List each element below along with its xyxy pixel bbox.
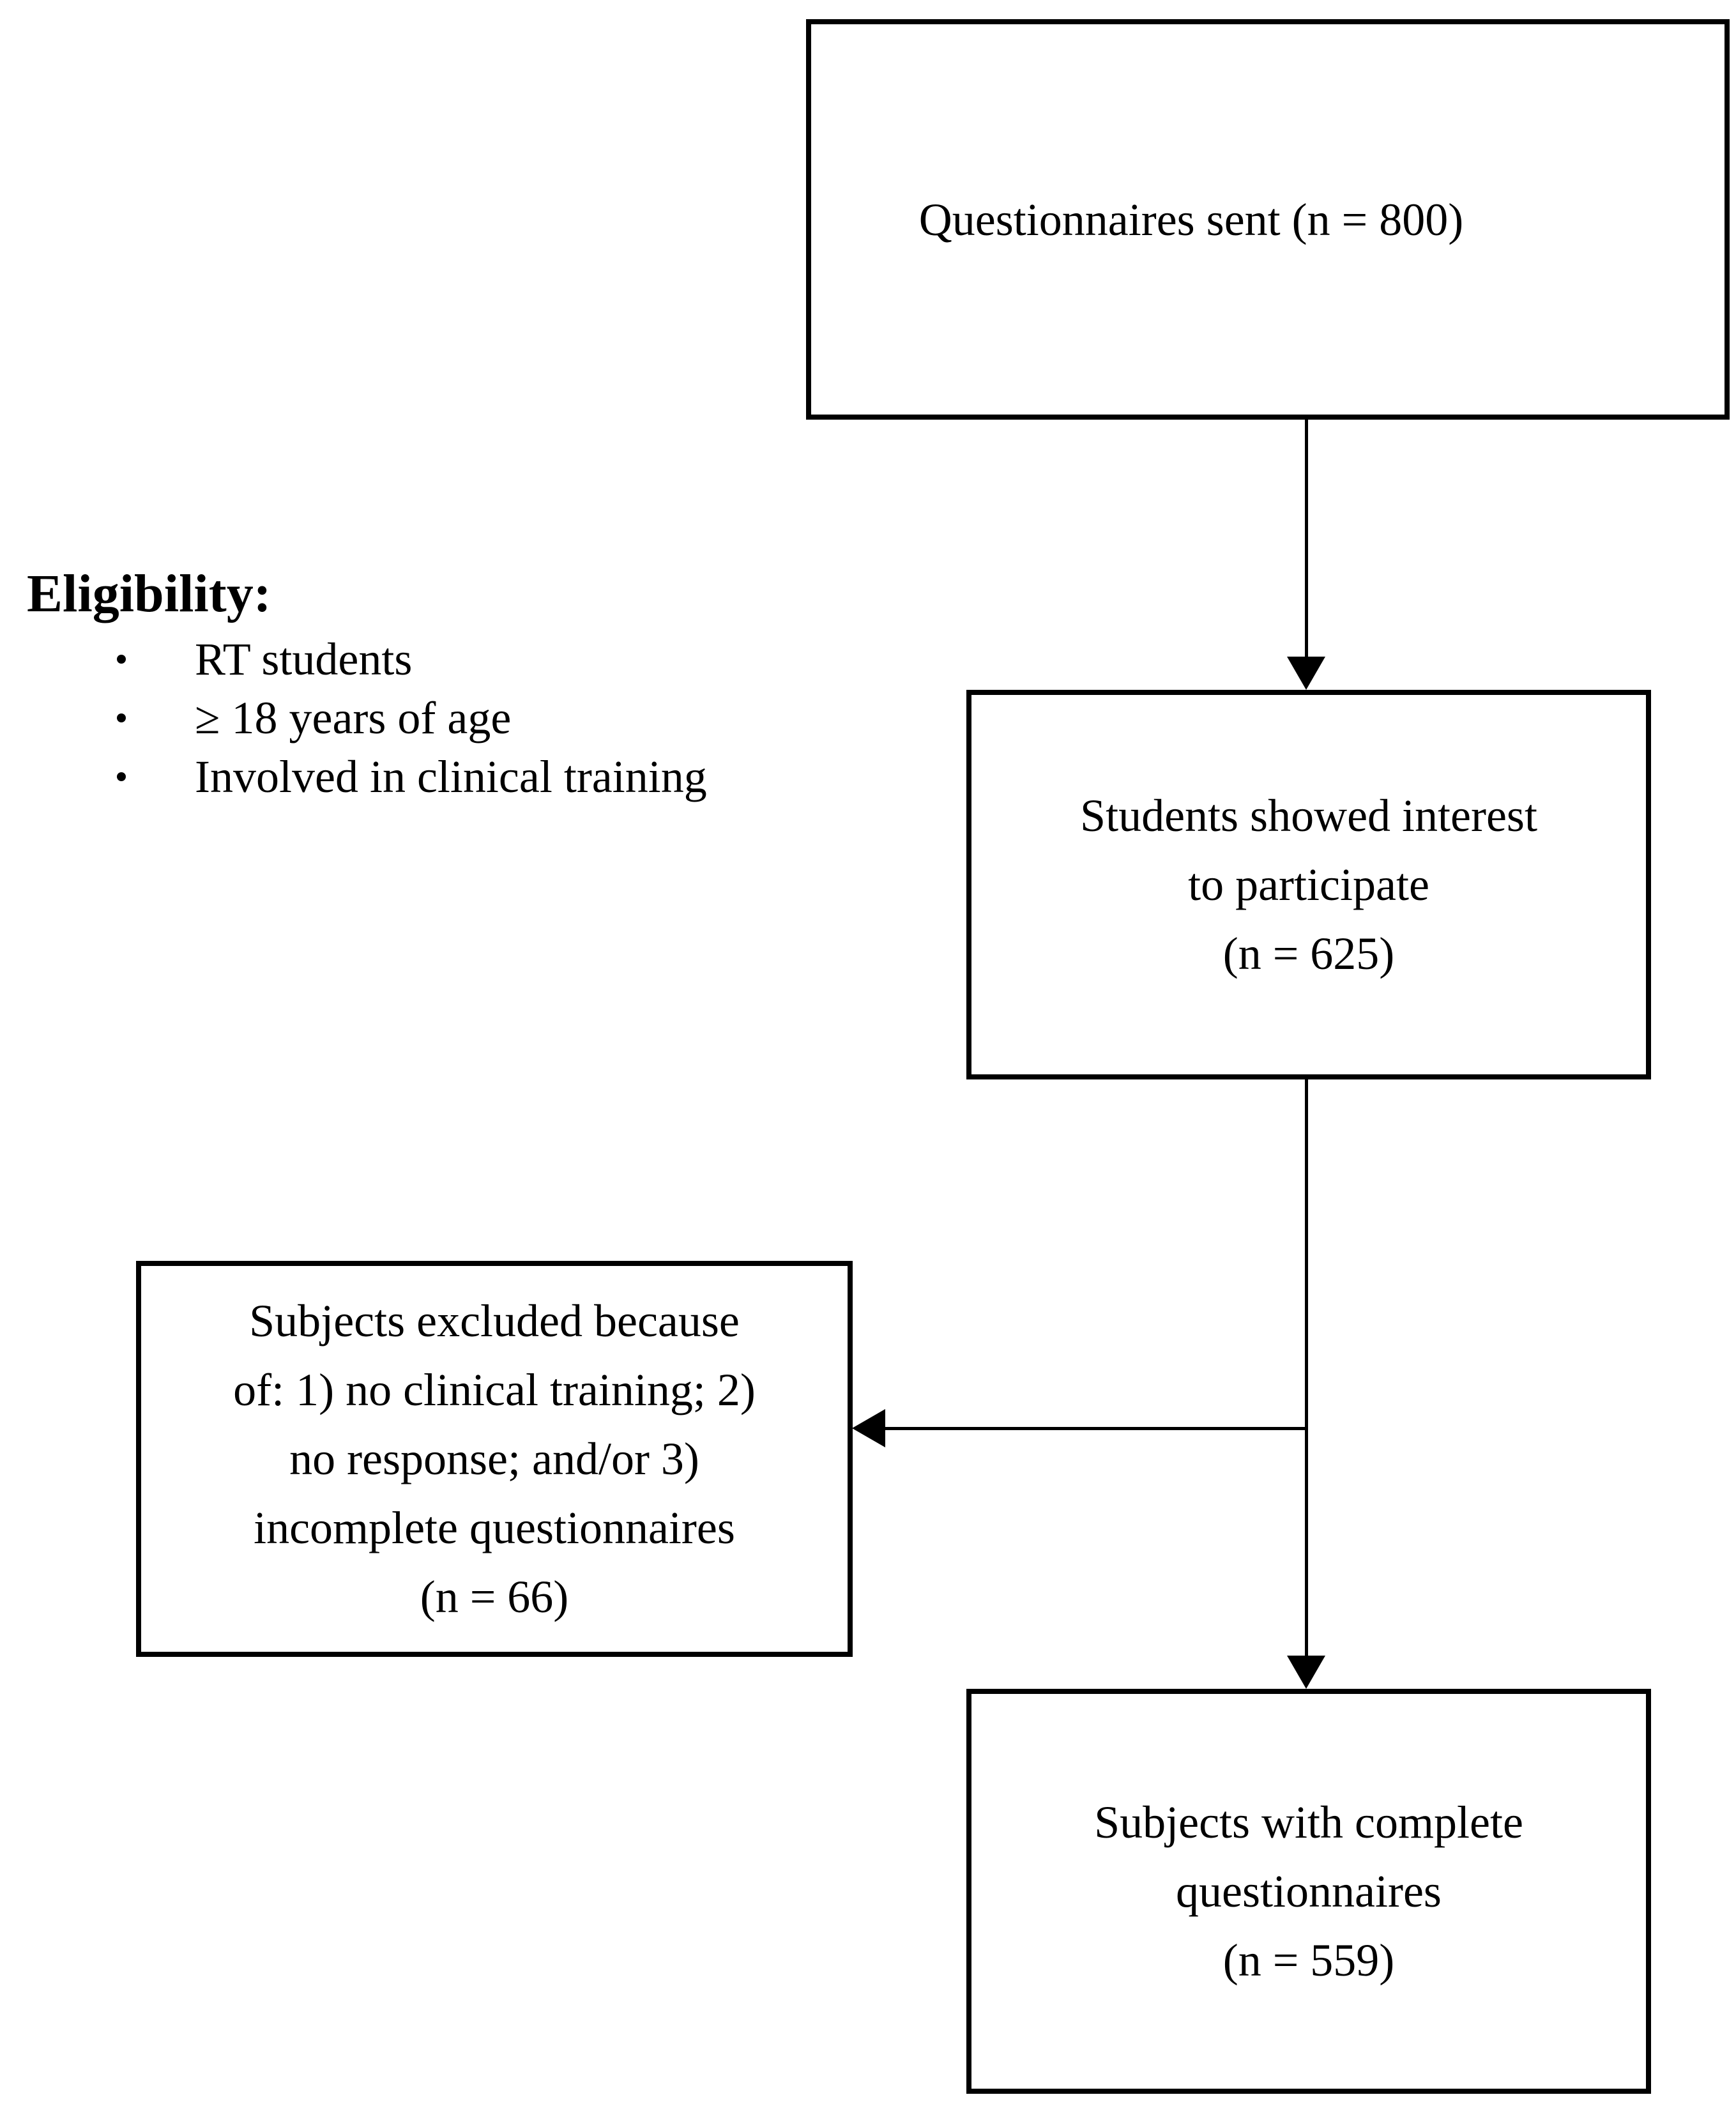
arrowhead-down-icon <box>1287 657 1325 690</box>
eligibility-item-label: ≥ 18 years of age <box>195 692 512 743</box>
subjects-complete-text-line2: questionnaires <box>1176 1866 1442 1917</box>
students-interest-box: Students showed interest to participate … <box>966 690 1651 1079</box>
students-interest-text-line1: Students showed interest <box>1080 790 1537 841</box>
bullet-icon <box>117 713 126 722</box>
connector-sent-to-interest <box>1305 420 1308 666</box>
subjects-excluded-text-line5: (n = 66) <box>420 1571 569 1622</box>
eligibility-heading: Eligibility: <box>27 564 271 623</box>
eligibility-list: RT students ≥ 18 years of age Involved i… <box>117 630 707 806</box>
subjects-excluded-text-line4: incomplete questionnaires <box>254 1502 735 1553</box>
subjects-excluded-text-line1: Subjects excluded because <box>249 1295 740 1346</box>
subjects-complete-text-line1: Subjects with complete <box>1094 1797 1523 1848</box>
connector-branch-to-excluded <box>881 1427 1308 1430</box>
students-interest-text-line3: (n = 625) <box>1222 928 1395 979</box>
connector-interest-to-complete <box>1305 1079 1308 1662</box>
bullet-icon <box>117 772 126 781</box>
subjects-complete-box: Subjects with complete questionnaires (n… <box>966 1689 1651 2094</box>
eligibility-item-age: ≥ 18 years of age <box>117 689 707 747</box>
arrowhead-down-icon <box>1287 1656 1325 1689</box>
eligibility-item-clinical-training: Involved in clinical training <box>117 747 707 806</box>
eligibility-item-rt-students: RT students <box>117 630 707 689</box>
subjects-complete-text-line3: (n = 559) <box>1222 1935 1395 1986</box>
eligibility-item-label: Involved in clinical training <box>195 751 707 802</box>
subjects-excluded-box: Subjects excluded because of: 1) no clin… <box>136 1261 853 1657</box>
subjects-excluded-text-line2: of: 1) no clinical training; 2) <box>233 1364 756 1415</box>
eligibility-item-label: RT students <box>195 634 413 685</box>
questionnaires-sent-text: Questionnaires sent (n = 800) <box>918 194 1464 245</box>
students-interest-text-line2: to participate <box>1188 859 1429 910</box>
bullet-icon <box>117 655 126 664</box>
questionnaires-sent-box: Questionnaires sent (n = 800) <box>806 19 1730 420</box>
subjects-excluded-text-line3: no response; and/or 3) <box>289 1433 699 1484</box>
arrowhead-left-icon <box>852 1409 885 1447</box>
